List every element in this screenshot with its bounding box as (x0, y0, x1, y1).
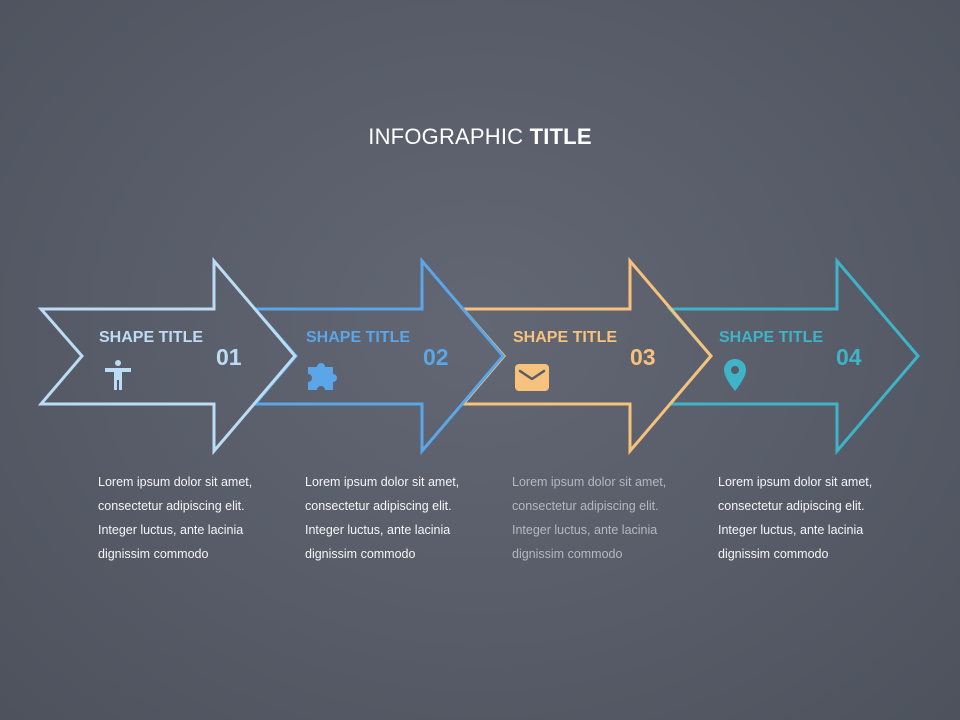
step-arrow-1 (37, 256, 297, 456)
step-1-description: Lorem ipsum dolor sit amet, consectetur … (98, 475, 253, 561)
step-4-description: Lorem ipsum dolor sit amet, consectetur … (718, 475, 873, 561)
infographic-title: INFOGRAPHIC TITLE (0, 124, 960, 150)
step-arrow-4 (666, 256, 920, 456)
step-2-title: SHAPE TITLE (306, 329, 411, 346)
envelope-icon (515, 364, 549, 391)
title-regular: INFOGRAPHIC (368, 124, 524, 149)
puzzle-icon (308, 363, 337, 390)
step-4-number: 04 (836, 344, 862, 370)
step-1-title: SHAPE TITLE (99, 329, 204, 346)
map-pin-icon (724, 359, 746, 391)
step-3-title: SHAPE TITLE (513, 329, 618, 346)
step-arrow-2 (251, 256, 505, 456)
step-3-description: Lorem ipsum dolor sit amet, consectetur … (512, 475, 667, 561)
step-3-number: 03 (630, 344, 656, 370)
step-2-description: Lorem ipsum dolor sit amet, consectetur … (305, 475, 460, 561)
title-bold: TITLE (529, 124, 592, 149)
step-2-number: 02 (423, 344, 449, 370)
person-icon (105, 360, 131, 390)
step-4-title: SHAPE TITLE (719, 329, 824, 346)
step-1-number: 01 (216, 344, 242, 370)
step-arrow-3 (459, 256, 713, 456)
